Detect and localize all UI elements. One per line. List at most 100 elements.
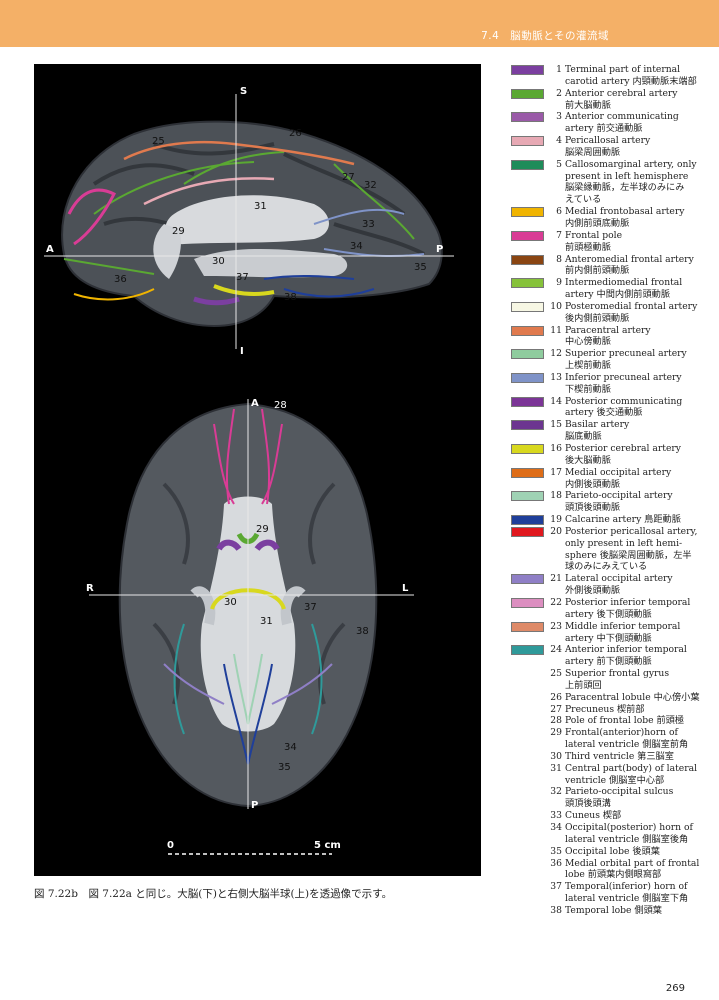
legend-text: sphere 後脳梁周囲動脈，左半	[565, 549, 692, 561]
legend-swatch	[511, 159, 544, 170]
legend-swatch	[511, 349, 544, 360]
legend-number: 8	[556, 253, 562, 265]
ventricle-frontal-horn	[153, 224, 181, 279]
legend-text: 内側後頭動脈	[565, 478, 621, 490]
legend-text: Paracentral artery	[565, 324, 651, 336]
legend-text: えている	[565, 194, 602, 206]
scale-label-start: 0	[167, 840, 174, 851]
legend-number: 6	[556, 206, 562, 218]
legend-swatch	[511, 420, 544, 431]
legend-number: 12	[550, 348, 562, 360]
legend-swatch	[511, 254, 544, 265]
legend-swatch	[511, 396, 544, 407]
axial-label: 30	[224, 597, 237, 608]
legend-text: 外側後頭動脈	[565, 585, 621, 597]
legend-text: 球のみにみえている	[565, 561, 648, 573]
legend-swatch	[511, 112, 544, 123]
legend-text: artery 後下側頭動脈	[565, 608, 652, 620]
sagittal-label: 32	[364, 180, 377, 191]
legend-text: Callosomarginal artery, only	[565, 158, 697, 170]
legend-number: 20	[550, 525, 562, 537]
legend-text: lateral ventricle 側脳室後角	[565, 833, 689, 845]
axial-label: 38	[356, 626, 369, 637]
legend-text: Basilar artery	[565, 419, 630, 431]
legend-text: 下楔前動脈	[565, 383, 611, 395]
legend-swatch	[511, 515, 544, 526]
axial-label: 34	[284, 742, 297, 753]
axis-label-p-bottom: P	[251, 800, 258, 811]
axial-label: 28	[274, 400, 287, 411]
legend-number: 10	[550, 300, 562, 312]
legend-text: Anterior inferior temporal	[565, 644, 687, 656]
legend-text: Anterior communicating	[565, 111, 679, 123]
legend-text: artery 中間内側前頭動脈	[565, 289, 671, 301]
legend-swatch	[511, 372, 544, 383]
axis-label-r: R	[86, 583, 94, 594]
legend-text: 内側前頭底動脈	[565, 217, 630, 229]
axis-label-a-bottom: A	[251, 398, 259, 409]
legend-text: Central part(body) of lateral	[565, 762, 698, 774]
legend-number: 9	[556, 277, 562, 289]
legend-swatch	[511, 621, 544, 632]
legend-text: Lateral occipital artery	[565, 573, 673, 585]
legend-number: 26	[550, 691, 562, 703]
legend-swatch	[511, 207, 544, 218]
legend-text: 中心傍動脈	[565, 336, 611, 348]
sagittal-label: 38	[284, 292, 297, 303]
legend-number: 15	[550, 419, 562, 431]
legend-text: lateral ventricle 側脳室下角	[565, 893, 689, 905]
legend-text: Occipital lobe 後頭葉	[565, 845, 660, 857]
legend-text: 後内側前頭動脈	[565, 312, 630, 324]
legend-number: 11	[550, 324, 562, 336]
axial-label: 37	[304, 602, 317, 613]
legend-swatch	[511, 65, 544, 75]
legend-number: 18	[550, 490, 562, 502]
legend-text: Posterior inferior temporal	[565, 596, 691, 608]
legend-number: 37	[550, 881, 562, 893]
axis-label-l: L	[402, 583, 409, 594]
legend-swatch	[511, 278, 544, 289]
sagittal-label: 33	[362, 219, 375, 230]
legend-text: 前大脳動脈	[565, 99, 611, 111]
legend-number: 13	[550, 371, 562, 383]
sagittal-label: 27	[342, 172, 355, 183]
legend-number: 33	[550, 810, 562, 822]
legend-swatch	[511, 136, 544, 147]
legend-swatch	[511, 301, 544, 312]
legend-text: Parieto-occipital sulcus	[565, 786, 674, 798]
legend-number: 21	[550, 573, 562, 585]
axis-label-p-top: P	[436, 244, 443, 255]
brain-illustration: S I A P 25 26 27 32 33 31 29 34 35 36 30…	[44, 86, 454, 855]
legend-text: artery 後交通動脈	[565, 407, 643, 419]
legend-text: Third ventricle 第三脳室	[565, 750, 674, 762]
sagittal-label: 36	[114, 274, 127, 285]
sagittal-label: 25	[152, 136, 165, 147]
legend-number: 23	[550, 620, 562, 632]
sagittal-label: 31	[254, 201, 267, 212]
legend-number: 38	[550, 904, 562, 916]
legend-number: 34	[550, 822, 562, 833]
legend-number: 17	[550, 466, 562, 478]
legend-swatch	[511, 574, 544, 585]
